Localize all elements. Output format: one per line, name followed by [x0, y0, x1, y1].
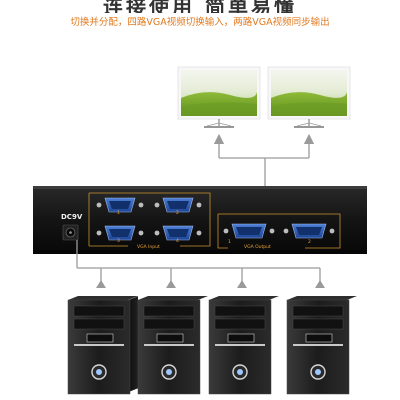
vga-input-label: VGA Input — [137, 245, 160, 250]
computer-tower-2 — [137, 296, 208, 395]
input-group-outline — [88, 192, 211, 247]
input-port-number-1: 1 — [117, 211, 120, 216]
vga-input-port-2 — [154, 197, 202, 213]
output-port-number-1: 1 — [228, 240, 231, 245]
vga-input-port-4 — [154, 225, 202, 241]
output-connection-lines — [213, 133, 315, 186]
power-jack — [62, 224, 79, 241]
computer-tower-1 — [67, 296, 138, 395]
monitor-left — [177, 66, 261, 128]
vga-output-port-2 — [283, 223, 335, 239]
vga-output-port-1 — [223, 223, 275, 239]
monitor-right — [267, 66, 351, 128]
computer-tower-4 — [286, 296, 357, 395]
vga-output-label: VGA Output — [244, 245, 271, 250]
page-title: 连接使用 简单易懂 — [103, 0, 297, 13]
vga-input-port-3 — [96, 225, 144, 241]
vga-input-port-1 — [96, 197, 144, 213]
vga-switch-device — [33, 186, 367, 254]
input-port-number-4: 4 — [176, 239, 179, 244]
page-subtitle: 切换并分配，四路VGA视频切换输入，两路VGA视频同步输出 — [70, 17, 330, 28]
input-port-number-2: 2 — [176, 211, 179, 216]
input-port-number-3: 3 — [117, 239, 120, 244]
computer-tower-3 — [208, 296, 279, 395]
power-label: DC9V — [61, 213, 83, 221]
input-arrows — [96, 280, 325, 288]
output-group-outline — [217, 213, 341, 249]
output-port-number-2: 2 — [308, 240, 311, 245]
